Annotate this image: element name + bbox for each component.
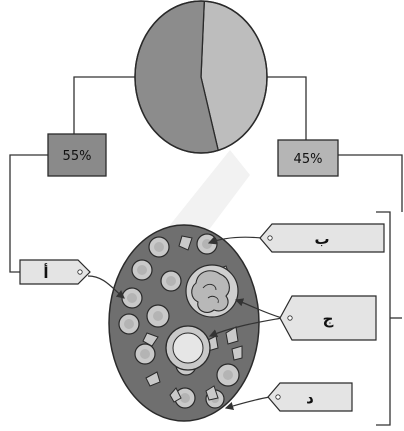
rbc-center (223, 370, 233, 380)
white-blood-cell (185, 264, 239, 318)
rbc-center (127, 293, 137, 303)
blood-sample-disc (108, 224, 260, 422)
rbc-center (202, 239, 212, 249)
pie-left-connector (73, 76, 136, 134)
rbc-center (140, 349, 150, 359)
pointer-arrows (87, 236, 283, 411)
rbc-center (180, 393, 190, 403)
platelet (145, 371, 161, 387)
tag-d: د (267, 382, 353, 412)
left-box-connector (9, 154, 48, 273)
tag-c-label: ج (323, 310, 334, 328)
platelet (169, 387, 182, 403)
tag-b: ب (259, 223, 385, 253)
right-box-connector (338, 154, 403, 212)
tag-b-shape (259, 223, 385, 253)
pie-chart (134, 0, 268, 154)
tag-d-hole (275, 394, 281, 400)
platelet (225, 326, 239, 345)
pie-right-connector (266, 76, 307, 140)
rbc-center (166, 276, 176, 286)
arrow-d (224, 396, 271, 411)
platelet (205, 385, 219, 401)
left-percent-box: 55% (47, 133, 107, 177)
tag-d-shape (267, 382, 353, 412)
tag-a-hole (77, 269, 83, 275)
wbc-nucleus (191, 270, 230, 313)
connector-lines (9, 76, 403, 426)
platelet (231, 345, 243, 361)
platelet (142, 332, 159, 347)
wbc-nucleus-detail (202, 283, 219, 304)
large-ring-inner (172, 332, 204, 364)
rbc-center (153, 311, 163, 321)
left-percent-label: 55% (63, 149, 92, 164)
tag-c: ج (279, 295, 377, 341)
platelet (178, 235, 193, 251)
red-blood-cell-centers (124, 239, 233, 403)
tag-a-label: أ (43, 263, 48, 282)
rbc-center (124, 319, 134, 329)
red-blood-cells (118, 233, 240, 409)
tag-a-shape (19, 259, 91, 285)
arrow-a (87, 275, 125, 299)
right-percent-label: 45% (294, 152, 323, 167)
pie-outline (134, 0, 268, 154)
rbc-center (137, 265, 147, 275)
left-percent-box-rect (47, 133, 107, 177)
rbc-center (154, 242, 164, 252)
right-percent-box-rect (277, 139, 339, 177)
tag-b-hole (267, 235, 273, 241)
tag-a: أ (19, 259, 91, 285)
tag-d-label: د (306, 389, 314, 407)
tag-c-hole (287, 315, 293, 321)
arrow-c-top (234, 298, 283, 319)
tag-c-shape (279, 295, 377, 341)
large-ring-cell (165, 325, 211, 371)
tag-b-label: ب (314, 230, 329, 248)
arrow-b (207, 236, 263, 245)
arrow-c-bottom (208, 317, 283, 338)
right-percent-box: 45% (277, 139, 339, 177)
